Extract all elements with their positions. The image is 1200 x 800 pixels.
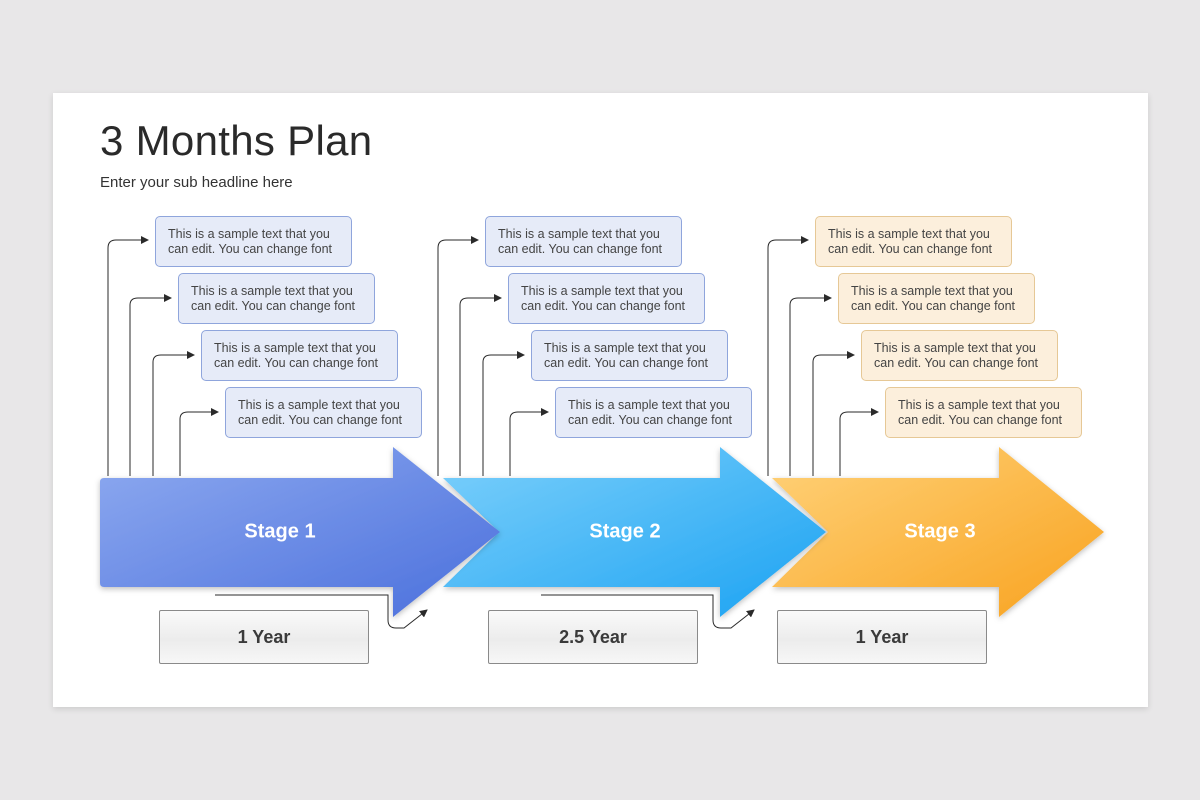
stage-3-note: This is a sample text that you can edit.… <box>838 273 1035 324</box>
stage-1-arrow <box>100 447 500 617</box>
stage-1-note: This is a sample text that you can edit.… <box>225 387 422 438</box>
stage-2-label: Stage 2 <box>589 520 661 543</box>
stage-1-duration: 1 Year <box>159 610 369 664</box>
stage-3-arrow <box>772 447 1104 617</box>
stage-2-note: This is a sample text that you can edit.… <box>508 273 705 324</box>
stage-3-duration: 1 Year <box>777 610 987 664</box>
stage-1-note: This is a sample text that you can edit.… <box>178 273 375 324</box>
stage-2-arrow <box>443 447 826 617</box>
stage-1-label: Stage 1 <box>244 520 316 543</box>
stage-3-note: This is a sample text that you can edit.… <box>815 216 1012 267</box>
page-title: 3 Months Plan <box>100 117 373 164</box>
stage-3-connectors <box>767 236 879 476</box>
stage-2-duration: 2.5 Year <box>488 610 698 664</box>
page-subtitle: Enter your sub headline here <box>100 174 293 191</box>
stage-3-note: This is a sample text that you can edit.… <box>885 387 1082 438</box>
stage-1-note: This is a sample text that you can edit.… <box>155 216 352 267</box>
stage-1-connectors <box>107 236 428 629</box>
stage-2-note: This is a sample text that you can edit.… <box>485 216 682 267</box>
stage-3-note: This is a sample text that you can edit.… <box>861 330 1058 381</box>
stage-1-note: This is a sample text that you can edit.… <box>201 330 398 381</box>
stage-2-note: This is a sample text that you can edit.… <box>531 330 728 381</box>
stage-2-connectors <box>437 236 755 629</box>
stage-2-note: This is a sample text that you can edit.… <box>555 387 752 438</box>
stage-3-label: Stage 3 <box>904 520 976 543</box>
